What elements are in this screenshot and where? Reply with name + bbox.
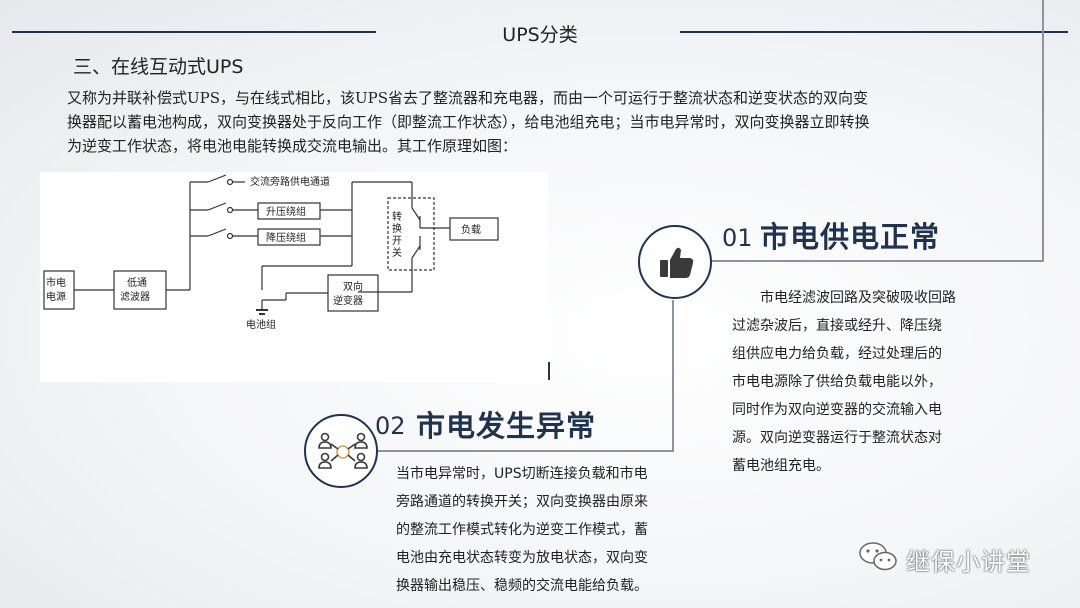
- switch-label-1: 转: [392, 210, 402, 223]
- item2-number: 02: [375, 412, 406, 440]
- section-heading: 三、在线互动式UPS: [73, 56, 244, 78]
- inverter-label-2: 逆变器: [333, 294, 363, 307]
- header-rule-right: [680, 31, 1068, 33]
- header-rule-left: [12, 31, 376, 33]
- item1-title: 市电供电正常: [760, 220, 941, 254]
- transfer-switch-box: [387, 197, 435, 271]
- lowpass-filter-box: [113, 270, 167, 310]
- boost-winding-box: [257, 202, 321, 220]
- item2-paragraph: 当市电异常时，UPS切断连接负载和市电 旁路通道的转换开关；双向变换器由原来 的…: [396, 460, 696, 600]
- intro-line: 为逆变工作状态，将电池电能转换成交流电输出。其工作原理如图：: [67, 137, 518, 155]
- switch-label-4: 关: [392, 246, 402, 259]
- item1-icon-circle: [638, 225, 712, 299]
- load-box: [449, 217, 499, 241]
- mains-label-1: 市电: [46, 276, 66, 289]
- switch-label-3: 开: [392, 236, 402, 247]
- intro-line: 又称为并联补偿式UPS，与在线式相比，该UPS省去了整流器和充电器，而由一个可运…: [67, 89, 869, 107]
- item1-line: 组供应电力给负载，经过处理后的: [732, 346, 942, 362]
- item1-line: 过滤杂波后，直接或经升、降压绕: [732, 318, 942, 334]
- item1-paragraph: 市电经滤波回路及突破吸收回路 过滤杂波后，直接或经升、降压绕 组供应电力给负载，…: [732, 284, 1002, 480]
- intro-paragraph: 又称为并联补偿式UPS，与在线式相比，该UPS省去了整流器和充电器，而由一个可运…: [67, 86, 1027, 158]
- item2-line: 当市电异常时，UPS切断连接负载和市电: [396, 466, 648, 482]
- thumbs-up-icon: [657, 243, 697, 287]
- item1-number: 01: [722, 224, 753, 252]
- wechat-icon: [858, 540, 898, 578]
- item2-title: 市电发生异常: [416, 409, 597, 443]
- lowpass-label-2: 滤波器: [120, 290, 150, 303]
- switch-label-2: 换: [392, 222, 402, 235]
- buck-winding-box: [257, 228, 321, 246]
- item1-line: 源。双向逆变器运行于整流状态对: [732, 430, 942, 446]
- connector-mid: [378, 300, 674, 452]
- brand-name: 继保小讲堂: [906, 547, 1031, 576]
- item2-line: 旁路通道的转换开关；双向变换器由原来: [396, 494, 648, 510]
- boost-label: 升压绕组: [266, 205, 306, 218]
- slide-title: UPS分类: [502, 24, 578, 46]
- item2-line: 的整流工作模式转化为逆变工作模式，蓄: [396, 522, 648, 538]
- item2-line: 换器输出稳压、稳频的交流电能给负载。: [396, 578, 648, 594]
- connector-top-right: [712, 0, 1044, 262]
- item2-line: 电池由充电状态转变为放电状态，双向变: [396, 550, 648, 566]
- bypass-label: 交流旁路供电通道: [250, 175, 330, 188]
- buck-label: 降压绕组: [266, 231, 306, 244]
- brand-watermark: 继保小讲堂: [858, 540, 1031, 578]
- mains-box: [43, 270, 75, 310]
- battery-label: 电池组: [246, 318, 276, 331]
- item1-line: 市电电源除了供给负载电能以外，: [732, 374, 942, 390]
- item1-line: 同时作为双向逆变器的交流输入电: [732, 402, 942, 418]
- users-network-icon: [316, 430, 370, 478]
- intro-line: 换器配以蓄电池构成，双向变换器处于反向工作（即整流工作状态），给电池组充电；当市…: [67, 113, 870, 131]
- lowpass-label-1: 低通: [127, 276, 147, 289]
- mains-label-2: 电源: [46, 290, 66, 303]
- item1-line: 蓄电池组充电。: [732, 458, 830, 474]
- item1-line: 市电经滤波回路及突破吸收回路: [760, 290, 956, 306]
- item2-icon-circle: [304, 414, 378, 488]
- ups-circuit-diagram: 市电 电源 低通 滤波器 交流旁路供电通道 升压绕组 降压绕组 转 换 开 关 …: [40, 172, 548, 382]
- inverter-label-1: 双向: [343, 280, 363, 293]
- load-label: 负载: [461, 223, 481, 236]
- connector-short: [548, 362, 550, 380]
